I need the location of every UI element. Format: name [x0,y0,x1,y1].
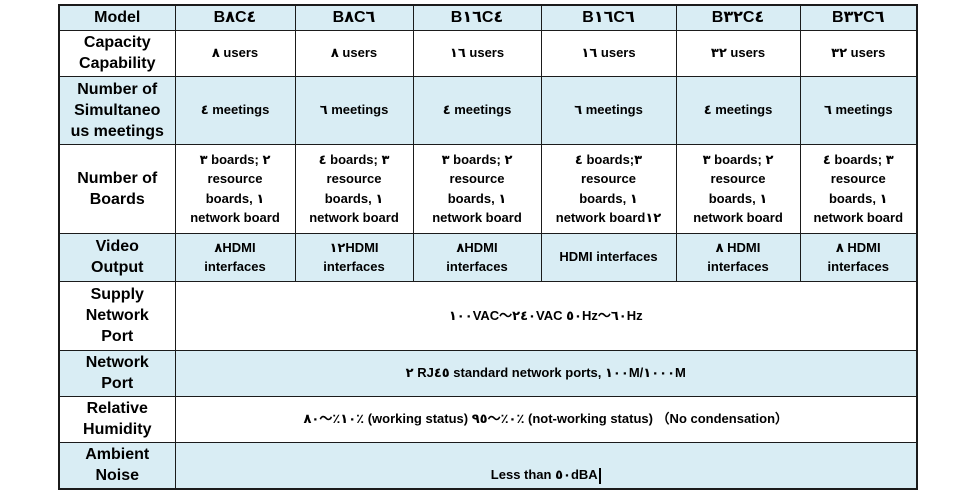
meetings-cell-2: ٦ meetings [294,75,414,145]
table-row-supply: Supply Network Port ١٠٠VAC～٢٤٠VAC ٥٠Hz～٦… [58,280,918,351]
video-cell-3: ٨HDMI interfaces [412,232,542,282]
spec-table: Model B٨C٤ B٨C٦ B١٦C٤ B١٦C٦ B٣٢C٤ B٣٢C٦ … [58,4,918,490]
capacity-cell-6: ٣٢ users [799,29,918,77]
row-label-humidity: Relative Humidity [58,395,176,443]
boards-cell-2: ٤ boards; ٣ resource boards, ١ network b… [294,143,414,234]
noise-value-text: Less than ٥٠dBA [490,467,598,483]
table-row-capacity: Capacity Capability ٨ users ٨ users ١٦ u… [58,29,918,77]
row-label-meetings: Number of Simultaneo us meetings [58,75,176,145]
video-cell-2: ١٢HDMI interfaces [294,232,414,282]
supply-value-cell: ١٠٠VAC～٢٤٠VAC ٥٠Hz～٦٠Hz [174,280,918,351]
model-name-2: B٨C٦ [294,4,414,31]
table-row-noise: Ambient Noise Less than ٥٠dBA [58,441,918,490]
humidity-value-cell: ١٠٪～٨٠٪ (working status) ٠٪～٩٥٪ (not-wor… [174,395,918,443]
row-label-video: Video Output [58,232,176,282]
boards-cell-1: ٣ boards; ٢ resource boards, ١ network b… [174,143,296,234]
boards-cell-6: ٤ boards; ٣ resource boards, ١ network b… [799,143,918,234]
capacity-cell-2: ٨ users [294,29,414,77]
text-cursor-caret [598,467,601,484]
model-name-6: B٣٢C٦ [799,4,918,31]
row-label-boards: Number of Boards [58,143,176,234]
table-row-humidity: Relative Humidity ١٠٪～٨٠٪ (working statu… [58,395,918,443]
capacity-cell-1: ٨ users [174,29,296,77]
boards-cell-3: ٣ boards; ٢ resource boards, ١ network b… [412,143,542,234]
table-row-meetings: Number of Simultaneo us meetings ٤ meeti… [58,75,918,145]
row-label-supply: Supply Network Port [58,280,176,351]
video-cell-1: ٨HDMI interfaces [174,232,296,282]
row-label-capacity: Capacity Capability [58,29,176,77]
capacity-cell-3: ١٦ users [412,29,542,77]
table-row-video: Video Output ٨HDMI interfaces ١٢HDMI int… [58,232,918,282]
meetings-cell-5: ٤ meetings [675,75,801,145]
video-cell-4: HDMI interfaces [540,232,677,282]
meetings-cell-1: ٤ meetings [174,75,296,145]
boards-cell-4: ٤ boards;٣ resource boards, ١ network bo… [540,143,677,234]
table-row-network: Network Port ٢ RJ٤٥ standard network por… [58,349,918,397]
model-name-4: B١٦C٦ [540,4,677,31]
model-name-5: B٣٢C٤ [675,4,801,31]
meetings-cell-4: ٦ meetings [540,75,677,145]
capacity-cell-5: ٣٢ users [675,29,801,77]
meetings-cell-6: ٦ meetings [799,75,918,145]
model-name-3: B١٦C٤ [412,4,542,31]
capacity-cell-4: ١٦ users [540,29,677,77]
network-value-cell: ٢ RJ٤٥ standard network ports, ١٠٠M/١٠٠٠… [174,349,918,397]
row-label-noise: Ambient Noise [58,441,176,490]
boards-cell-5: ٣ boards; ٢ resource boards, ١ network b… [675,143,801,234]
video-cell-5: ٨ HDMI interfaces [675,232,801,282]
table-row-model: Model B٨C٤ B٨C٦ B١٦C٤ B١٦C٦ B٣٢C٤ B٣٢C٦ [58,4,918,31]
video-cell-6: ٨ HDMI interfaces [799,232,918,282]
row-label-network: Network Port [58,349,176,397]
model-name-1: B٨C٤ [174,4,296,31]
meetings-cell-3: ٤ meetings [412,75,542,145]
row-label-model: Model [58,4,176,31]
table-row-boards: Number of Boards ٣ boards; ٢ resource bo… [58,143,918,234]
noise-value-cell: Less than ٥٠dBA [174,441,918,490]
